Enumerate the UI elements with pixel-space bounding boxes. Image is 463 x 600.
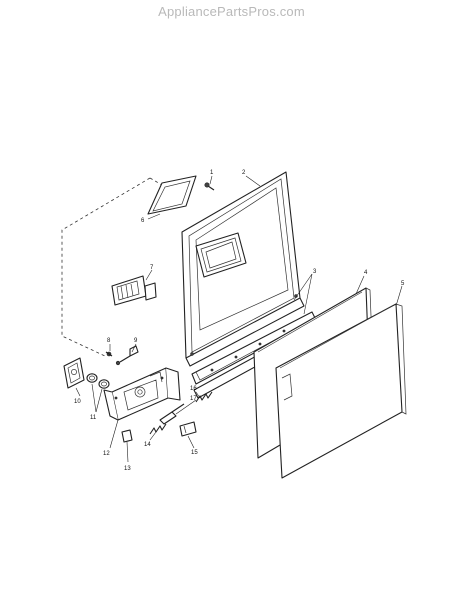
callout-2: 2: [242, 170, 246, 176]
part-10-control-housing: [63, 357, 85, 389]
callout-1: 1: [210, 170, 214, 176]
part-2-inner-door-panel: [181, 171, 305, 367]
part-1-screw: [204, 182, 215, 191]
callout-9: 9: [134, 338, 138, 344]
callout-12: 12: [103, 451, 110, 457]
leader-lines: [75, 175, 403, 463]
callout-11: 11: [90, 415, 97, 421]
part-13-clip: [121, 429, 133, 443]
callout-17: 17: [190, 396, 197, 402]
callout-8: 8: [107, 338, 111, 344]
callout-5: 5: [401, 281, 405, 287]
part-7-dispenser-bracket: [111, 275, 157, 306]
callout-3: 3: [313, 269, 317, 275]
part-12-dispenser-body: [103, 367, 181, 421]
callout-6: 6: [141, 218, 145, 224]
part-11-ring-seals: [86, 373, 110, 389]
part-14-spring: [149, 423, 167, 435]
callout-7: 7: [150, 265, 154, 271]
part-17-lever: [159, 403, 185, 425]
callout-13: 13: [124, 466, 131, 472]
part-5-outer-door-panel: [275, 303, 407, 479]
callout-14: 14: [144, 442, 151, 448]
watermark: AppliancePartsPros.com: [158, 4, 305, 19]
callout-15: 15: [191, 450, 198, 456]
callout-4: 4: [364, 270, 368, 276]
dashed-assembly-outline: [61, 177, 163, 357]
callout-10: 10: [74, 399, 81, 405]
callout-16: 16: [190, 386, 197, 392]
part-8-plug: [105, 351, 113, 357]
callout-labels: 1 2 3 4 5 6 7 8 9 10 11 12 13 14 15 16 1…: [74, 170, 405, 472]
part-9-fitting: [115, 345, 139, 366]
part-6-window-gasket: [147, 175, 197, 215]
part-15-latch: [179, 421, 197, 437]
